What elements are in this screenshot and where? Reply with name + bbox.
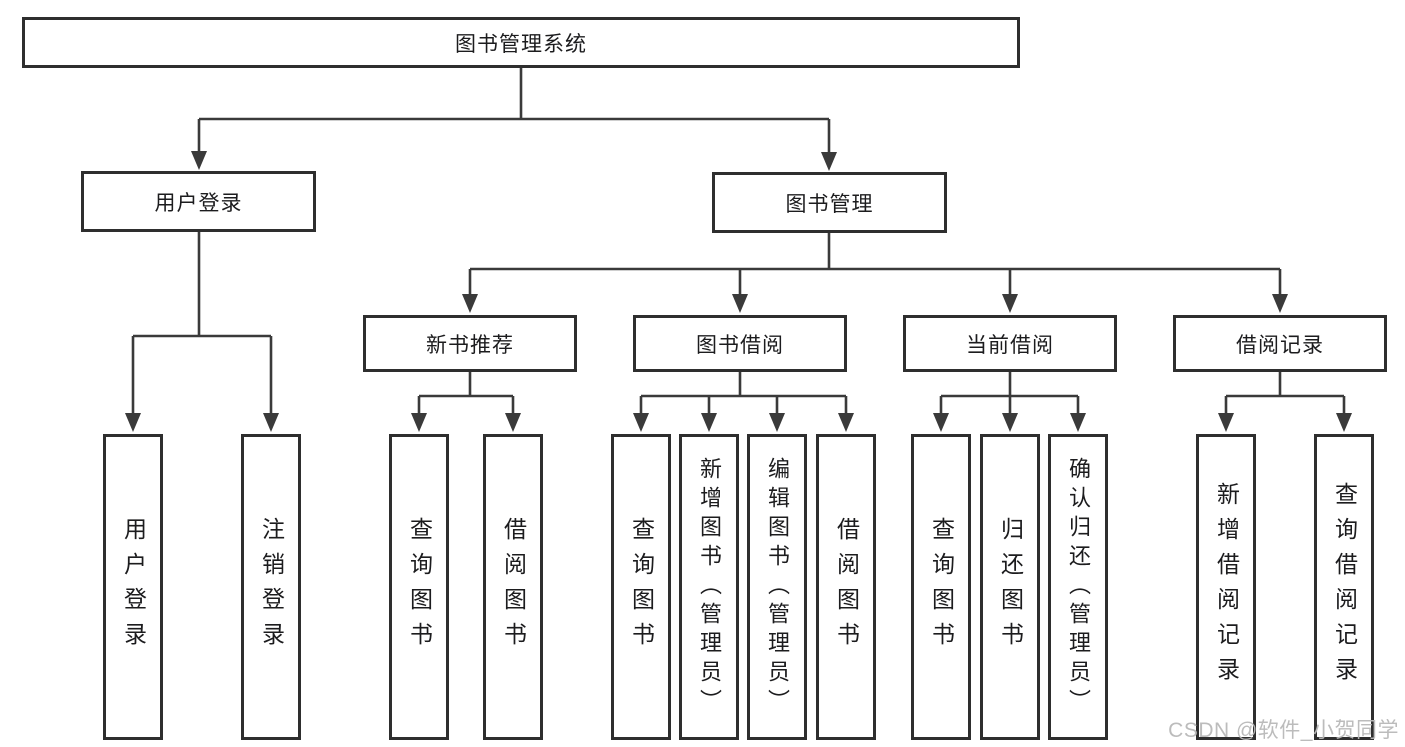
leaf-logout-login: 注销登录: [241, 434, 301, 740]
leaf-query-borrow-record: 查询借阅记录: [1314, 434, 1374, 740]
node-book-management: 图书管理: [712, 172, 947, 233]
node-book-borrow: 图书借阅: [633, 315, 847, 372]
leaf-label: 借阅图书: [500, 517, 527, 657]
node-label: 用户登录: [154, 191, 243, 215]
node-label: 图书借阅: [696, 333, 784, 357]
csdn-watermark: CSDN @软件_小贺同学: [1168, 719, 1399, 742]
leaf-add-borrow-record: 新增借阅记录: [1196, 434, 1256, 740]
node-new-book-recommend: 新书推荐: [363, 315, 577, 372]
leaf-label: 归还图书: [997, 517, 1024, 657]
leaf-user-login: 用户登录: [103, 434, 163, 740]
leaf-borrow-books-2: 借阅图书: [816, 434, 876, 740]
leaf-label: 编辑图书（管理员）: [765, 456, 790, 718]
leaf-label: 借阅图书: [833, 517, 860, 657]
leaf-return-books: 归还图书: [980, 434, 1040, 740]
arrowheads: [125, 151, 1352, 432]
leaf-label: 新增借阅记录: [1213, 482, 1240, 692]
leaf-label: 确认归还（管理员）: [1066, 456, 1091, 718]
leaf-confirm-return-admin: 确认归还（管理员）: [1048, 434, 1108, 740]
node-label: 图书管理系统: [455, 32, 587, 56]
node-label: 当前借阅: [966, 333, 1054, 357]
leaf-edit-book-admin: 编辑图书（管理员）: [747, 434, 807, 740]
leaf-label: 查询图书: [406, 517, 433, 657]
node-library-management-system: 图书管理系统: [22, 17, 1020, 68]
leaf-label: 注销登录: [258, 517, 285, 657]
leaf-query-books: 查询图书: [389, 434, 449, 740]
leaf-query-books-3: 查询图书: [911, 434, 971, 740]
leaf-add-book-admin: 新增图书（管理员）: [679, 434, 739, 740]
node-label: 新书推荐: [426, 333, 514, 357]
leaf-label: 查询图书: [928, 517, 955, 657]
leaf-query-books-2: 查询图书: [611, 434, 671, 740]
leaf-label: 查询借阅记录: [1331, 482, 1358, 692]
node-borrow-records: 借阅记录: [1173, 315, 1387, 372]
node-label: 借阅记录: [1236, 333, 1324, 357]
leaf-label: 用户登录: [120, 517, 147, 657]
node-label: 图书管理: [785, 192, 874, 216]
leaf-label: 查询图书: [628, 517, 655, 657]
node-current-borrow: 当前借阅: [903, 315, 1117, 372]
leaf-borrow-books: 借阅图书: [483, 434, 543, 740]
leaf-label: 新增图书（管理员）: [697, 456, 722, 718]
node-user-login: 用户登录: [81, 171, 316, 232]
